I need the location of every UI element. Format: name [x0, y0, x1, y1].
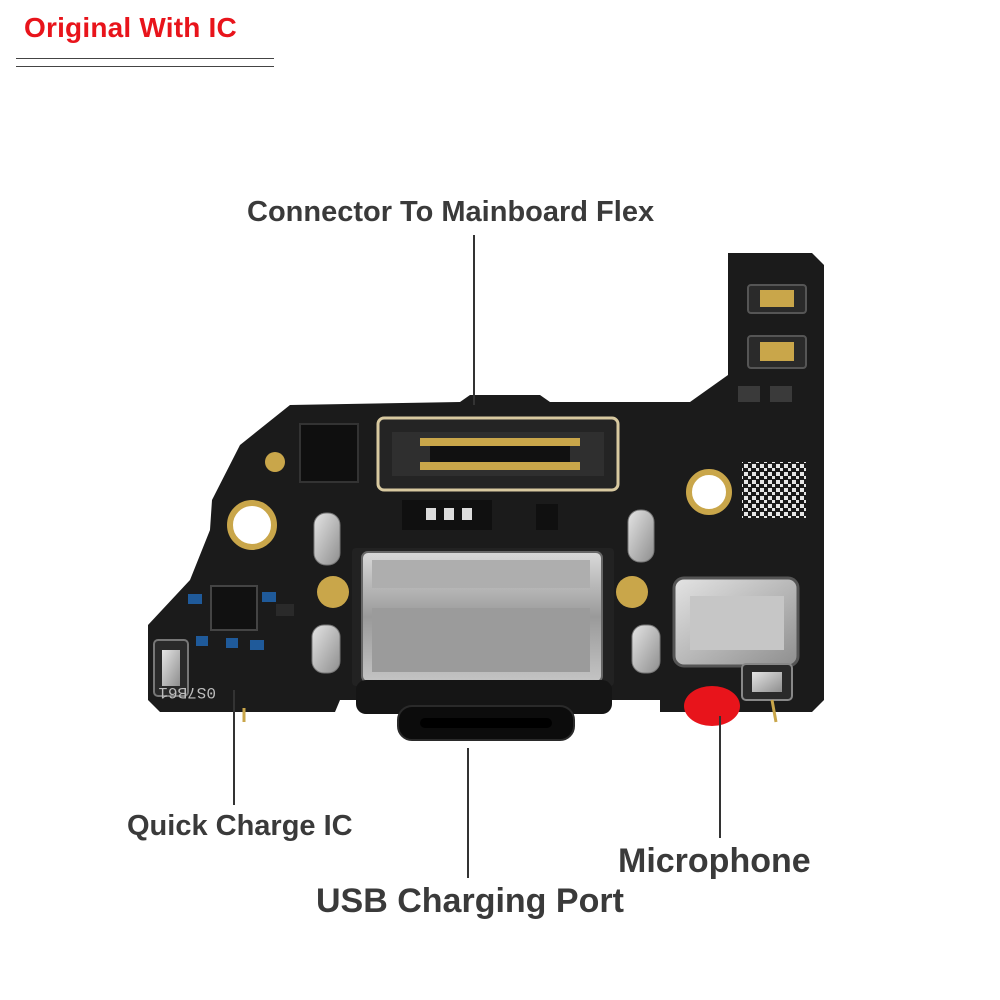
silkscreen-code: 0S7B61	[158, 683, 216, 701]
quick-charge-ic-label: Quick Charge IC	[127, 810, 353, 842]
shield-clip	[313, 512, 341, 566]
shield-clip	[627, 509, 655, 563]
pin-leg	[770, 699, 778, 723]
square-chip	[299, 423, 359, 483]
contact-spring	[162, 650, 180, 686]
shield-clip	[311, 624, 341, 674]
contact-pad	[462, 508, 472, 520]
contact-pad	[426, 508, 436, 520]
contact-pad	[444, 508, 454, 520]
microphone-marker	[684, 686, 740, 726]
usb-port-label: USB Charging Port	[316, 882, 624, 920]
qr-code	[742, 462, 806, 518]
gold-pad	[265, 452, 285, 472]
mainboard-flex-connector	[376, 416, 620, 492]
microphone-label: Microphone	[618, 842, 811, 880]
original-with-ic-badge: Original With IC	[24, 12, 237, 43]
quick-charge-ic	[188, 585, 294, 650]
gold-pad	[317, 576, 349, 608]
contact-pad	[760, 290, 794, 307]
mounting-hole	[227, 500, 277, 550]
smd-chip	[770, 386, 792, 402]
smd-chip	[536, 504, 558, 530]
connector-label: Connector To Mainboard Flex	[247, 196, 655, 228]
gold-pad	[616, 576, 648, 608]
microphone-component	[672, 576, 800, 701]
usb-c-port	[352, 548, 614, 741]
badge-underline	[16, 58, 274, 59]
shield-clip	[631, 624, 661, 674]
badge-underline-2	[16, 66, 274, 67]
smd-chip	[738, 386, 760, 402]
mounting-hole	[686, 469, 732, 515]
contact-pad	[760, 342, 794, 361]
